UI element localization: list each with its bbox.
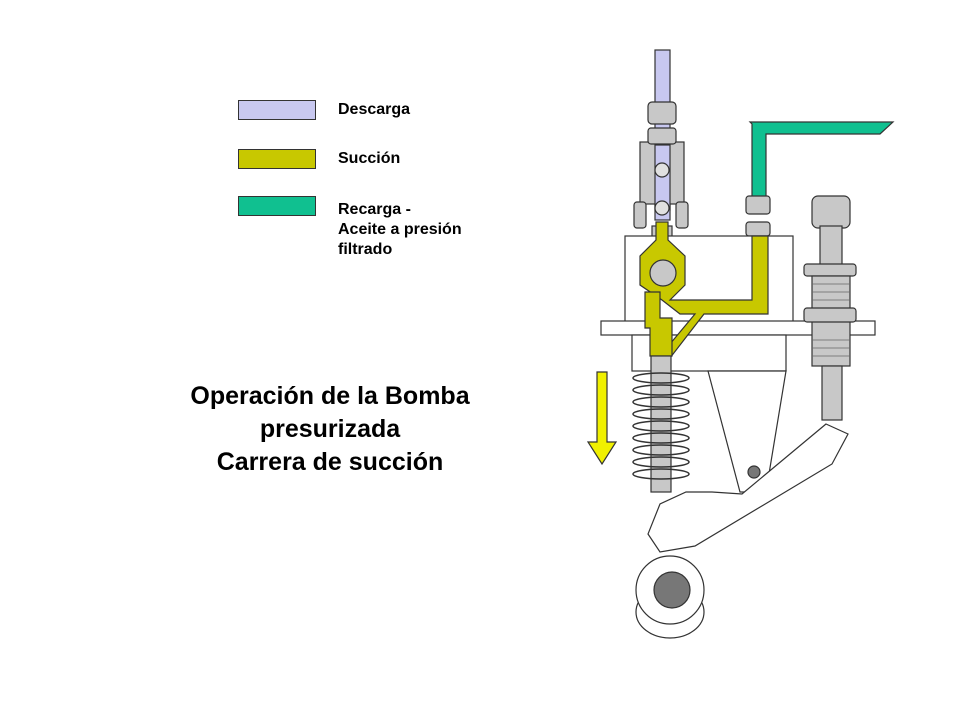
legend-swatch-suction: [238, 149, 316, 169]
legend-label-recharge-1: Recarga -: [338, 201, 411, 218]
recharge-pipe: [748, 121, 895, 201]
legend-swatch-discharge: [238, 100, 316, 120]
discharge-valve-ball-upper: [654, 162, 670, 178]
suction-valve-ball: [649, 259, 677, 287]
adjust-screw-rod: [821, 365, 843, 421]
suction-stroke-arrow: [586, 371, 618, 466]
recharge-fitting-2: [745, 221, 771, 237]
title-line-1: Operación de la Bomba: [190, 382, 470, 410]
rocker-lever: [647, 423, 849, 553]
return-spring: [632, 372, 690, 480]
legend-label-recharge-3: filtrado: [338, 241, 393, 258]
plunger-chamber: [644, 291, 673, 357]
fitting-nut-left: [633, 201, 647, 229]
discharge-valve-ball-lower: [654, 200, 670, 216]
legend-swatch-recharge: [238, 196, 316, 216]
recharge-fitting-1: [745, 195, 771, 215]
adjust-screw-nut-lower: [803, 307, 857, 323]
adjust-screw-nut-upper: [803, 263, 857, 277]
title-line-2: presurizada: [259, 415, 401, 443]
plunger: [650, 355, 672, 493]
fitting-nut-right: [675, 201, 689, 229]
adjust-screw-neck: [819, 225, 843, 267]
cam-roller-hub: [653, 571, 691, 609]
diagram-title: Operación de la Bomba presurizada Carrer…: [90, 380, 570, 479]
fitting-nut-top: [647, 101, 677, 125]
adjust-screw-thread-lines: [812, 283, 850, 357]
legend-label-suction: Succión: [338, 150, 401, 167]
fitting-nut-mid: [647, 127, 677, 145]
adjust-screw-head: [811, 195, 851, 229]
legend-label-discharge: Descarga: [338, 101, 411, 118]
suction-passage: [639, 221, 769, 359]
pivot-pin: [747, 465, 761, 479]
legend-label-recharge-2: Aceite a presión: [338, 221, 462, 238]
title-line-3: Carrera de succión: [216, 448, 444, 476]
